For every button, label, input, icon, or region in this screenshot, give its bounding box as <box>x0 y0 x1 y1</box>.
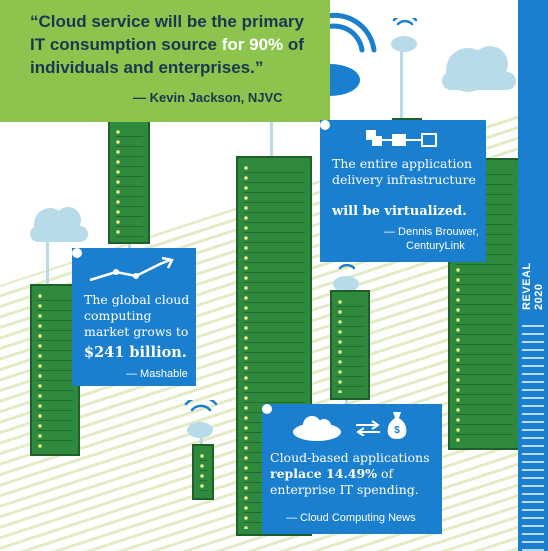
transfer-arrows-icon <box>356 420 380 436</box>
cloud-icon <box>30 207 88 242</box>
virtualized-bold: will be virtualized. <box>332 204 467 219</box>
cloud-icon <box>293 416 341 441</box>
server-tower <box>108 120 150 244</box>
virtualized-card: The entire application delivery infrastr… <box>320 120 486 262</box>
svg-text:$: $ <box>394 425 400 436</box>
market-text: The global cloud computing market grows … <box>84 292 190 339</box>
spending-source: — Cloud Computing News <box>286 512 416 524</box>
spending-card: $ Cloud-based applications replace 14.49… <box>262 404 442 534</box>
cable <box>270 100 273 156</box>
side-ticks <box>522 325 544 551</box>
cloud-icon <box>333 263 359 292</box>
trend-line-icon <box>89 256 174 282</box>
cable <box>200 430 203 444</box>
market-growth-card: The global cloud computing market grows … <box>72 248 196 386</box>
flowchart-icon <box>366 130 437 147</box>
side-band: REVEAL 2020 <box>518 0 548 551</box>
server-tower <box>192 444 214 500</box>
cable <box>46 236 49 286</box>
side-label: REVEAL 2020 <box>521 262 545 310</box>
quote-panel: “Cloud service will be the primary IT co… <box>0 0 330 122</box>
market-amount: $241 billion. <box>84 344 187 361</box>
virtualized-source-b: CenturyLink <box>406 240 465 252</box>
cloud-icon <box>442 46 516 92</box>
virtualized-text: The entire application delivery infrastr… <box>332 156 476 187</box>
cloud-icon <box>391 18 418 52</box>
spending-text: replace 14.49% of enterprise IT spending… <box>270 466 419 497</box>
money-bag-icon: $ <box>387 412 407 439</box>
quote-author: — Kevin Jackson, NJVC <box>133 90 283 105</box>
quote-text: “Cloud service will be the primary IT co… <box>30 12 304 77</box>
cable <box>400 40 403 122</box>
spending-line1: Cloud-based applications <box>270 450 430 465</box>
virtualized-source-a: — Dennis Brouwer, <box>384 226 479 238</box>
server-tower <box>330 290 370 400</box>
market-source: — Mashable <box>126 368 188 380</box>
